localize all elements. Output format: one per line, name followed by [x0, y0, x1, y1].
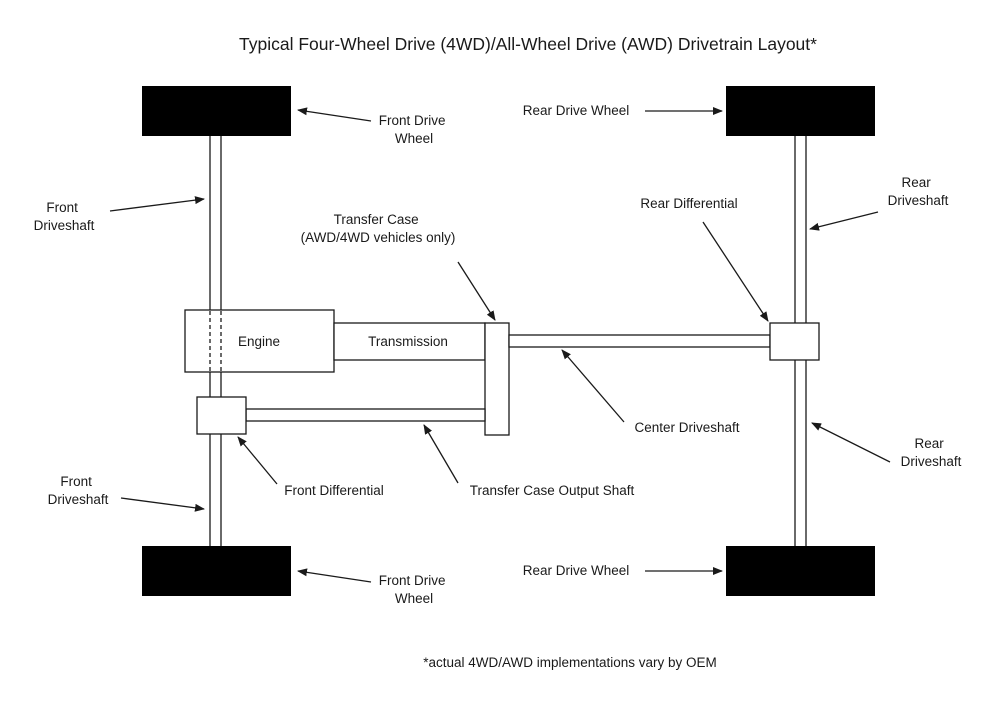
front-drive-wheel-bottom-arrow [297, 568, 372, 583]
transfer-case-box [484, 322, 510, 436]
rear-differential-label: Rear Differential [640, 196, 737, 211]
rear-driveshaft-upper-label: Rear Driveshaft [888, 175, 949, 208]
front-driveshaft-upper-arrow [109, 196, 205, 212]
front-drive-wheel-bottom-label-line1: Front Drive [379, 573, 446, 588]
transfer-case-output-shaft [245, 408, 486, 422]
front-drive-wheel-top [142, 86, 291, 136]
rear-driveshaft-lower-arrow [811, 422, 891, 463]
diagram-title: Typical Four-Wheel Drive (4WD)/All-Wheel… [239, 34, 817, 54]
front-driveshaft-lower-label-line1: Front [60, 474, 92, 489]
rear-driveshaft-upper-arrow [809, 211, 879, 231]
rear-driveshaft-upper-label-line2: Driveshaft [888, 193, 949, 208]
transfer-case-arrow [457, 261, 496, 321]
rear-driveshaft-lower-label: Rear Driveshaft [901, 436, 962, 469]
front-drive-wheel-bottom-label-line2: Wheel [395, 591, 433, 606]
front-drive-wheel-top-arrow [297, 107, 372, 122]
front-drive-wheel-top-label: Front Drive Wheel [379, 113, 450, 146]
front-drive-wheel-top-label-line2: Wheel [395, 131, 433, 146]
center-driveshaft-label: Center Driveshaft [634, 420, 739, 435]
front-driveshaft-upper-label-line2: Driveshaft [34, 218, 95, 233]
rear-driveshaft-lower-label-line1: Rear [914, 436, 944, 451]
rear-differential-arrow [702, 221, 769, 322]
rear-drive-wheel-top [726, 86, 875, 136]
front-differential-box [196, 396, 247, 435]
front-differential-label: Front Differential [284, 483, 384, 498]
front-driveshaft-upper-label-line1: Front [46, 200, 78, 215]
rear-driveshaft-upper-label-line1: Rear [901, 175, 931, 190]
front-differential-arrow [237, 436, 278, 485]
front-driveshaft-upper-label: Front Driveshaft [34, 200, 95, 233]
engine-label: Engine [238, 334, 280, 349]
center-driveshaft-arrow [561, 349, 625, 423]
rear-differential-box [769, 322, 820, 361]
transfer-case-output-shaft-label: Transfer Case Output Shaft [470, 483, 635, 498]
rear-driveshaft-lower-label-line2: Driveshaft [901, 454, 962, 469]
transfer-case-label: Transfer Case (AWD/4WD vehicles only) [301, 212, 456, 245]
transfer-case-output-shaft-arrow [423, 424, 459, 484]
front-drive-wheel-bottom [142, 546, 291, 596]
center-driveshaft [508, 334, 771, 348]
front-driveshaft-lower-arrow [120, 497, 205, 512]
front-driveshaft-lower-label-line2: Driveshaft [48, 492, 109, 507]
rear-drive-wheel-top-label: Rear Drive Wheel [523, 103, 630, 118]
transfer-case-label-line2: (AWD/4WD vehicles only) [301, 230, 456, 245]
front-drive-wheel-top-label-line1: Front Drive [379, 113, 446, 128]
transfer-case-label-line1: Transfer Case [334, 212, 419, 227]
rear-drive-wheel-bottom-label: Rear Drive Wheel [523, 563, 630, 578]
rear-drive-wheel-bottom [726, 546, 875, 596]
footnote: *actual 4WD/AWD implementations vary by … [423, 655, 717, 670]
transmission-label: Transmission [368, 334, 448, 349]
front-driveshaft-lower-label: Front Driveshaft [48, 474, 109, 507]
front-drive-wheel-bottom-label: Front Drive Wheel [379, 573, 450, 606]
